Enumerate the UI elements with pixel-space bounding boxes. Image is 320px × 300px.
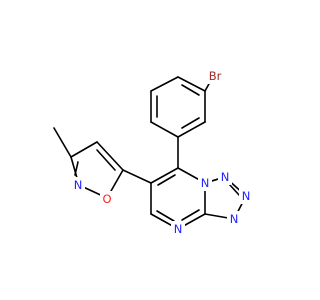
bond: [70, 141, 98, 158]
bond-group: [53, 76, 247, 230]
triazole-n1-label: N: [221, 170, 230, 184]
bond: [156, 210, 175, 222]
bridgehead-nitrogen-label: N: [201, 176, 210, 190]
bond: [122, 169, 152, 184]
bridgehead-nitrogen-atom: N: [198, 175, 212, 191]
triazole-n2-label: N: [242, 189, 251, 203]
bond: [150, 167, 179, 184]
bond: [96, 141, 124, 171]
isoxazole-nitrogen-atom: N: [71, 177, 85, 193]
triazole-n1-atom: N: [218, 169, 232, 185]
bond: [177, 76, 206, 92]
isoxazole-nitrogen-label: N: [74, 178, 83, 192]
bond: [96, 149, 116, 171]
molecule-structure: Br O N N N N N N: [53, 68, 253, 237]
triazole-n2-atom: N: [239, 188, 253, 204]
pyrimidine-nitrogen-label: N: [174, 222, 183, 236]
bond: [74, 161, 79, 176]
bond: [228, 183, 241, 197]
isoxazole-oxygen-atom: O: [100, 191, 114, 207]
pyrimidine-nitrogen-atom: N: [171, 221, 185, 237]
triazole-n3-atom: N: [227, 211, 241, 227]
bromine-label: Br: [209, 69, 222, 83]
isoxazole-oxygen-label: O: [102, 192, 111, 206]
bond: [157, 174, 176, 186]
bond: [181, 209, 200, 221]
bond: [150, 121, 179, 138]
bond: [181, 117, 200, 129]
bond: [177, 121, 206, 138]
triazole-n3-label: N: [230, 212, 239, 226]
atom-label-group: Br O N N N N N N: [71, 68, 253, 237]
bromine-atom: Br: [203, 68, 225, 84]
bond: [181, 84, 200, 96]
bond: [53, 127, 72, 158]
bond: [150, 76, 179, 92]
